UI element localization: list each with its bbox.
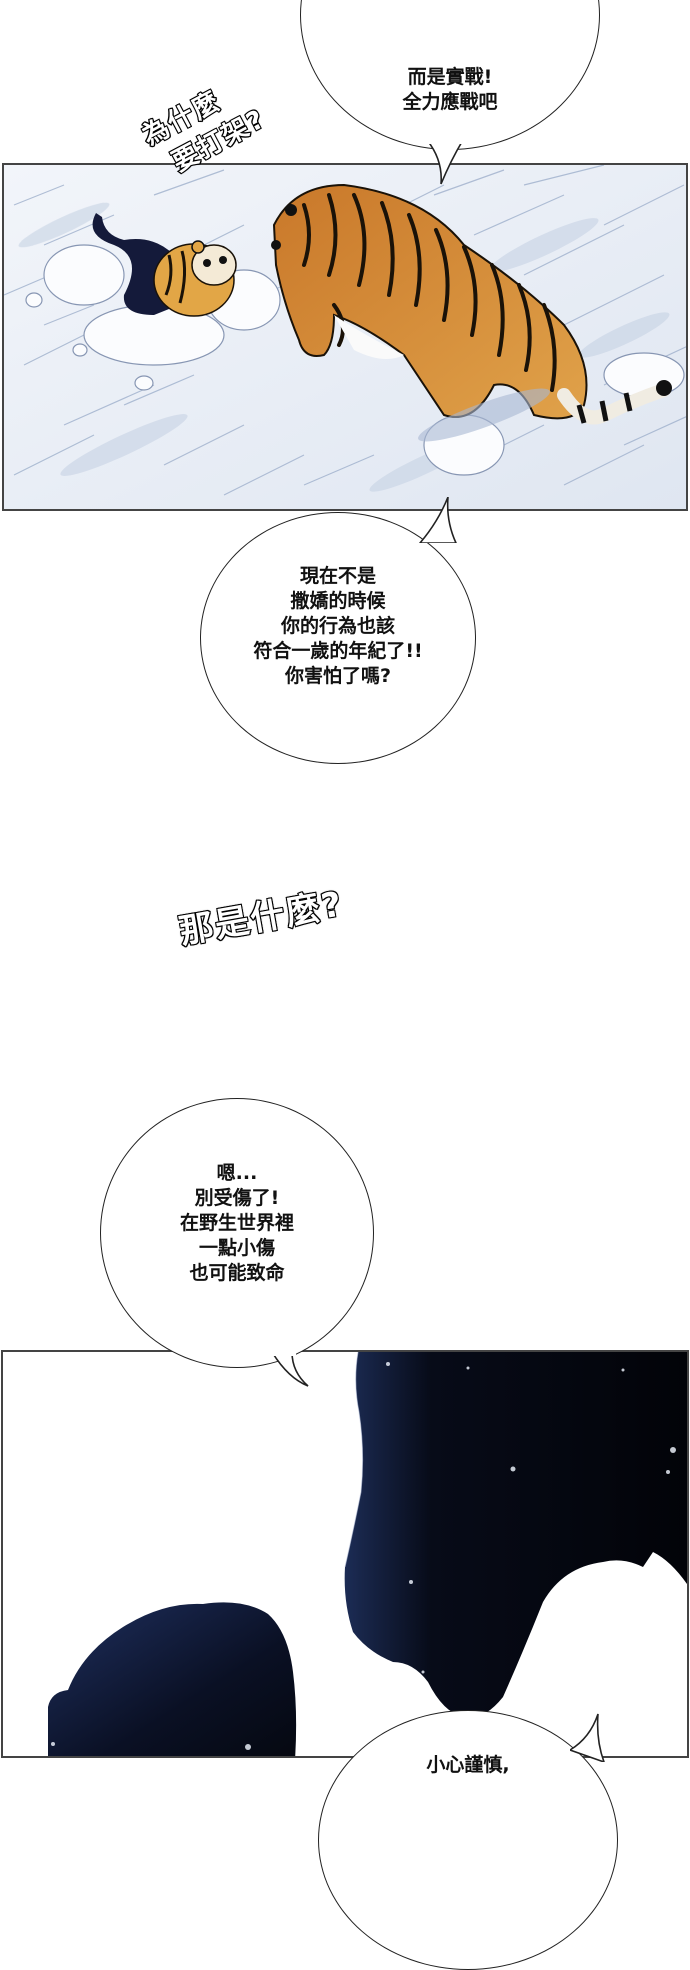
speech-text-warning: 嗯... 別受傷了! 在野生世界裡 一點小傷 也可能致命 [179,1161,294,1284]
sfx-what-is-that: 那是什麼? [175,883,347,953]
speech-bubble-scolding: 現在不是 撒嬌的時候 你的行為也該 符合一歲的年紀了!! 你害怕了嗎? [200,512,476,764]
speech-text-scolding: 現在不是 撒嬌的時候 你的行為也該 符合一歲的年紀了!! 你害怕了嗎? [253,564,423,687]
speech-bubble-top: 而是實戰! 全力應戰吧 [300,0,600,150]
bubble-tail-bottom [570,1713,605,1762]
panel-dark-silhouettes [1,1350,689,1758]
silhouette-illustration [48,1352,687,1756]
speech-text-bottom: 小心謹慎, [426,1753,510,1776]
speech-bubble-warning: 嗯... 別受傷了! 在野生世界裡 一點小傷 也可能致命 [100,1098,374,1368]
bubble-tail-top [425,140,465,185]
bubble-tail-warning [272,1352,309,1387]
snow-tiger-illustration [4,165,686,509]
panel-snow-tigers [2,163,688,511]
speech-text-top: 而是實戰! 全力應戰吧 [402,66,498,113]
bubble-tail-scolding [418,497,457,543]
